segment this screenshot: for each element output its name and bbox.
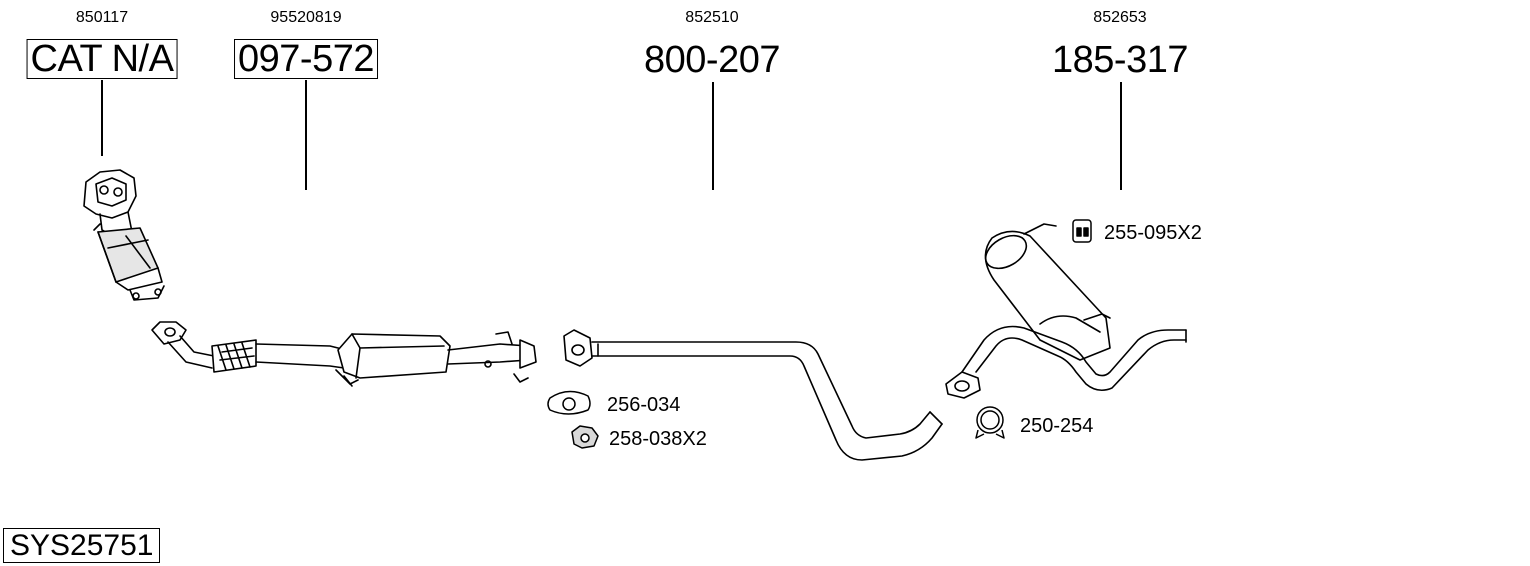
leader-line-rear-silencer: [1120, 82, 1122, 190]
accessory-label-nut[interactable]: 258-038X2: [609, 428, 707, 450]
oe-number-catalyst: 850117: [75, 9, 129, 26]
system-code: SYS25751: [3, 528, 161, 563]
catalytic-converter[interactable]: [83, 169, 165, 301]
oe-number-rear-silencer: 852653: [1093, 9, 1147, 26]
part-number-rear-silencer[interactable]: 185-317: [1052, 39, 1188, 81]
accessory-label-gasket[interactable]: 256-034: [607, 394, 681, 416]
accessory-label-clamp[interactable]: 250-254: [1020, 415, 1094, 437]
leader-line-middle-pipe: [712, 82, 714, 190]
rubber-mount-icon[interactable]: [1072, 219, 1092, 243]
gasket-icon[interactable]: [547, 390, 591, 415]
part-number-middle-pipe[interactable]: 800-207: [644, 39, 780, 81]
part-number-front-pipe[interactable]: 097-572: [234, 39, 378, 79]
accessory-label-rubber-mount[interactable]: 255-095X2: [1104, 222, 1202, 244]
rear-silencer-185-317[interactable]: [945, 223, 1187, 399]
middle-pipe-800-207[interactable]: [563, 329, 943, 461]
nut-icon[interactable]: [571, 425, 599, 449]
oe-number-front-pipe: 95520819: [270, 9, 342, 26]
leader-line-front-pipe: [305, 80, 307, 190]
front-pipe-097-572[interactable]: [151, 321, 537, 387]
part-number-catalyst[interactable]: CAT N/A: [26, 39, 178, 79]
clamp-icon[interactable]: [975, 406, 1005, 439]
leader-line-catalyst: [101, 80, 103, 156]
oe-number-middle-pipe: 852510: [685, 9, 739, 26]
